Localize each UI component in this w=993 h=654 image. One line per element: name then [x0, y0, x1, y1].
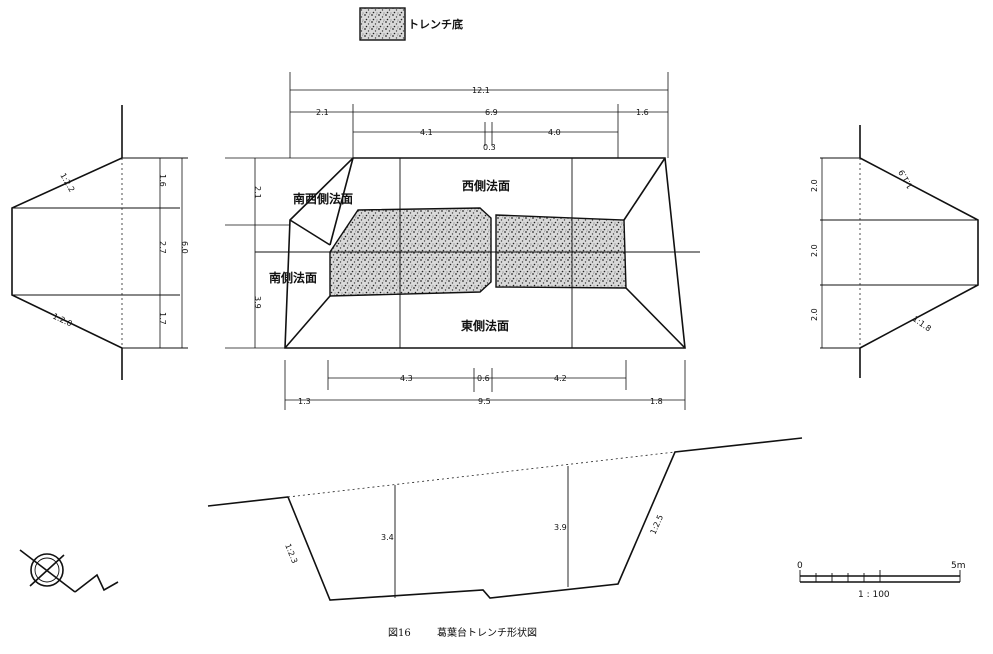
scale-bar: 0 5m 1 : 100 — [797, 561, 966, 600]
left-total: 6.0 — [180, 241, 189, 254]
right-seg1: 2.0 — [810, 179, 819, 192]
trench-floor-east — [495, 214, 627, 289]
figure-caption: 図16 葛葉台トレンチ形状図 — [388, 626, 537, 639]
right-cross-section: 1:1.9 1:1.8 2.0 2.0 2.0 — [810, 125, 979, 378]
face-south-label: 南側法面 — [269, 270, 317, 285]
face-southwest-label: 南西側法面 — [293, 191, 353, 206]
scale-ratio: 1 : 100 — [858, 590, 890, 600]
dim-top-inner-right: 4.0 — [548, 128, 561, 137]
dim-bottom-left: 1.3 — [298, 397, 311, 406]
dim-top-total: 12.1 — [472, 86, 490, 95]
left-seg3: 1.7 — [158, 312, 167, 325]
dim-bottom-mid: 9.5 — [478, 397, 491, 406]
dim-top-right: 1.6 — [636, 108, 649, 117]
caption-figure-number: 図16 — [388, 627, 411, 639]
dim-top-gap: 0.3 — [483, 143, 496, 152]
plan-top-dims: 12.1 2.1 6.9 1.6 4.1 4.0 0.3 — [289, 72, 669, 158]
long-section: 3.4 3.9 1:2.3 1:2.5 — [207, 437, 803, 601]
dim-bottom-right: 1.8 — [650, 397, 663, 406]
scale-end: 5m — [951, 561, 966, 571]
plan-bottom-dims: 4.3 0.6 4.2 1.3 9.5 1.8 — [284, 360, 686, 410]
right-slope-top: 1:1.9 — [897, 168, 915, 190]
dim-bottom-gap: 0.6 — [477, 374, 490, 383]
caption-title: 葛葉台トレンチ形状図 — [437, 626, 537, 639]
plan-outline — [284, 157, 686, 349]
left-slope-top: 1:2.2 — [58, 172, 76, 194]
dim-top-inner-left: 4.1 — [420, 128, 433, 137]
legend-swatch — [359, 7, 406, 41]
face-east-label: 東側法面 — [461, 318, 509, 333]
slope-left: 1:2.3 — [283, 542, 299, 564]
plan-view: 西側法面 南西側法面 南側法面 東側法面 12.1 2.1 6.9 1.6 4.… — [225, 72, 700, 410]
face-west-label: 西側法面 — [462, 178, 510, 193]
left-seg1: 1.6 — [158, 174, 167, 187]
left-seg2: 2.7 — [158, 241, 167, 254]
plan-left-dims: 2.1 3.9 — [225, 157, 353, 349]
right-seg3: 2.0 — [810, 308, 819, 321]
legend-label: トレンチ底 — [408, 17, 463, 31]
right-seg2: 2.0 — [810, 244, 819, 257]
dim-left-lower: 3.9 — [253, 296, 262, 309]
dim-bottom-inner-left: 4.3 — [400, 374, 413, 383]
dim-left-upper: 2.1 — [253, 186, 262, 199]
left-slope-bottom: 1:2.0 — [51, 312, 73, 329]
depth-left: 3.4 — [381, 533, 394, 542]
legend: トレンチ底 — [359, 7, 463, 41]
scale-zero: 0 — [797, 561, 803, 571]
depth-right: 3.9 — [554, 523, 567, 532]
slope-right: 1:2.5 — [649, 513, 666, 535]
north-arrow-icon — [19, 549, 119, 593]
dim-top-mid: 6.9 — [485, 108, 498, 117]
dim-top-left: 2.1 — [316, 108, 329, 117]
dim-bottom-inner-right: 4.2 — [554, 374, 567, 383]
right-slope-bottom: 1:1.8 — [911, 314, 933, 333]
left-cross-section: 1:2.2 1:2.0 1.6 2.7 1.7 6.0 — [11, 105, 189, 380]
